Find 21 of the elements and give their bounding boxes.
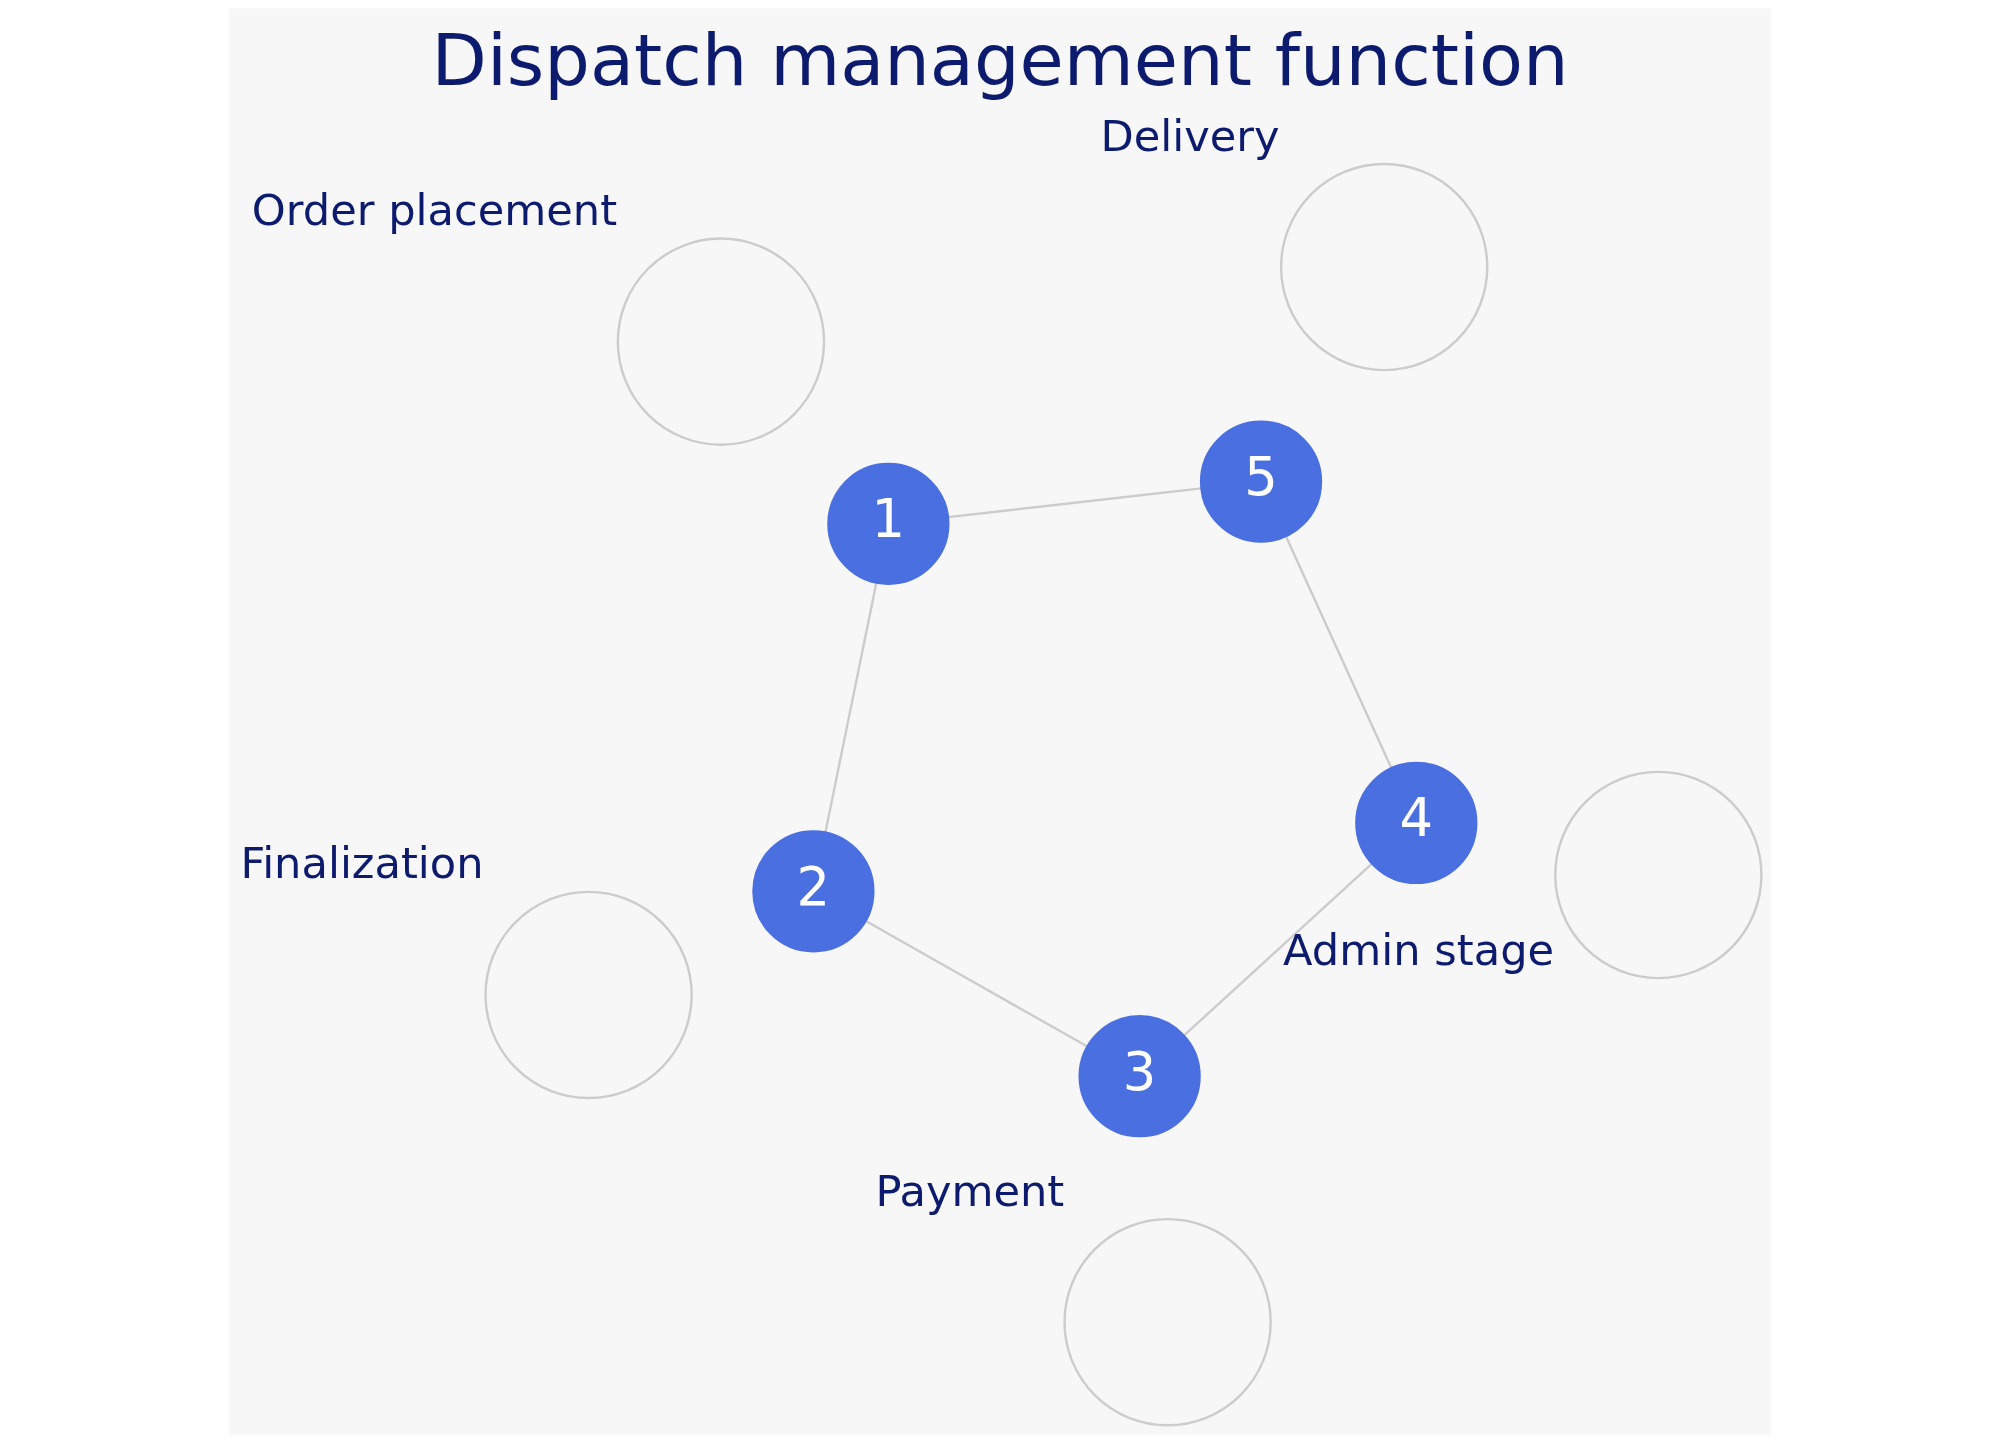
node-label: Finalization xyxy=(240,838,484,889)
connector xyxy=(947,487,1202,519)
node-circle xyxy=(616,237,826,446)
node-circle xyxy=(484,890,693,1100)
node-label: Order placement xyxy=(251,185,618,236)
node-circle xyxy=(1279,162,1489,372)
node-label: Delivery xyxy=(1100,110,1280,161)
node-circle: 3 xyxy=(1078,1015,1201,1138)
node-circle: 1 xyxy=(827,462,950,585)
node-circle xyxy=(1063,1217,1272,1427)
connector xyxy=(1284,535,1393,769)
connector xyxy=(865,919,1088,1048)
connector xyxy=(824,582,878,833)
node-circle: 2 xyxy=(752,830,875,953)
node-label: Admin stage xyxy=(1283,924,1555,975)
diagram-title: Dispatch management function xyxy=(431,17,1569,102)
node-circle: 4 xyxy=(1355,761,1478,885)
node-label: Payment xyxy=(875,1165,1065,1216)
node-circle: 5 xyxy=(1199,420,1323,543)
node-circle xyxy=(1554,770,1763,980)
connector xyxy=(1183,862,1373,1037)
